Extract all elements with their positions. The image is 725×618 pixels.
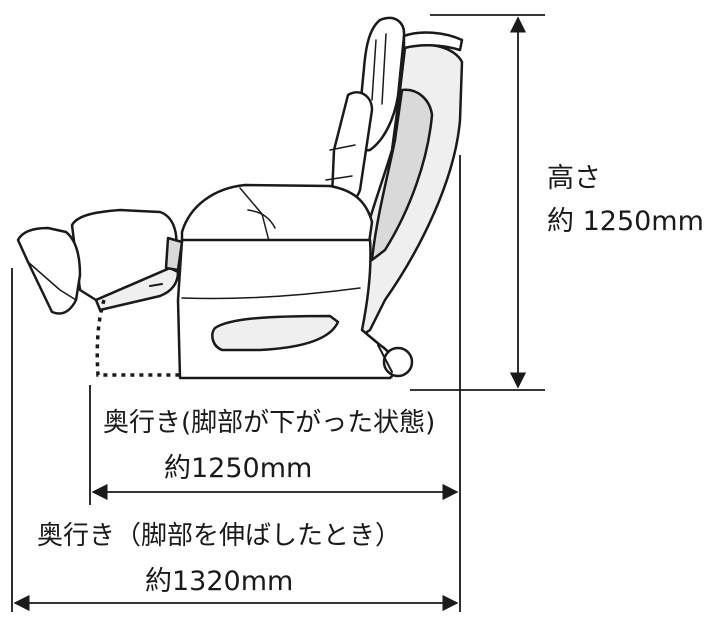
seat-cushion-fold — [247, 209, 276, 229]
backrest-panel — [370, 88, 434, 262]
height-title: 高さ — [547, 163, 601, 194]
leg-rest-hinge-pin — [149, 283, 163, 287]
massage-chair — [16, 16, 464, 380]
depth-legs-down-title: 奥行き(脚部が下がった状態) — [103, 408, 436, 438]
chair-base — [176, 238, 397, 380]
back-cushion-lower — [325, 144, 356, 181]
foot-rest-edge — [27, 261, 77, 301]
base-side-panel — [211, 314, 340, 352]
headrest-inner — [371, 33, 387, 105]
depth-legs-down-value: 約1250mm — [164, 453, 313, 484]
dimension-lines — [11, 14, 545, 612]
foot-rest — [16, 226, 82, 315]
depth-legs-extended-value: 約1320mm — [145, 566, 294, 597]
seat-cushion — [180, 183, 374, 252]
base-line — [181, 287, 361, 300]
depth-legs-extended-title: 奥行き（脚部を伸ばしたとき） — [37, 521, 402, 551]
lowered-leg-rest-outline — [95, 299, 180, 377]
leg-rest-hinge — [164, 236, 184, 272]
backrest-top-rail — [402, 31, 464, 52]
leg-rest-lower — [94, 266, 180, 312]
rear-caster — [382, 346, 414, 378]
height-value: 約 1250mm — [547, 206, 704, 237]
base-rear-foot — [377, 344, 393, 373]
